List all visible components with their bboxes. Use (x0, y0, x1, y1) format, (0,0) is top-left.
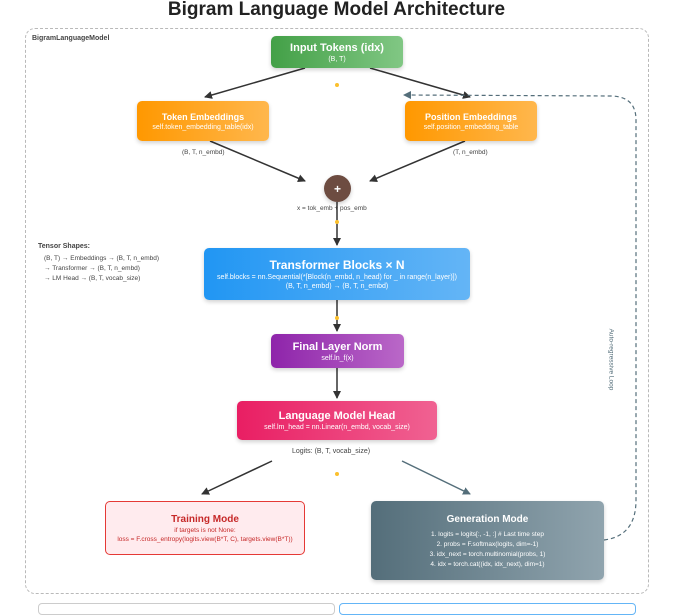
arrow-head-generation (401, 460, 471, 495)
model-container (25, 28, 649, 594)
training-mode-condition: if targets is not None: (174, 526, 236, 534)
container-label: BigramLanguageModel (32, 35, 110, 42)
arrow-position-add (369, 140, 466, 182)
generation-mode-title: Generation Mode (446, 513, 529, 525)
bottom-panel-right (339, 603, 636, 615)
generation-mode-node: Generation Mode 1. logits = logits[:, -1… (371, 501, 604, 580)
diagram-title: Bigram Language Model Architecture (167, 0, 506, 20)
generation-step: 1. logits = logits[:, -1, :] # Last time… (431, 530, 544, 538)
generation-step: 4. idx = torch.cat((idx, idx_next), dim=… (430, 560, 545, 568)
training-mode-loss: loss = F.cross_entropy(logits.view(B*T, … (117, 535, 293, 543)
tensor-shape-line: (B, T) → Embeddings → (B, T, n_embd) (44, 255, 159, 262)
transformer-blocks-code: self.blocks = nn.Sequential(*[Block(n_em… (217, 274, 457, 281)
position-embeddings-title: Position Embeddings (424, 111, 517, 122)
add-node: + (324, 175, 351, 202)
transformer-blocks-shape: (B, T, n_embd) → (B, T, n_embd) (285, 283, 389, 290)
add-dot (335, 220, 339, 224)
final-layer-norm-code: self.ln_f(x) (321, 354, 354, 362)
input-tokens-node: Input Tokens (idx) (B, T) (271, 36, 403, 68)
generation-step: 3. idx_next = torch.multinomial(probs, 1… (429, 550, 546, 558)
position-embeddings-node: Position Embeddings self.position_embedd… (405, 101, 537, 141)
tensor-shape-line: → Transformer → (B, T, n_embd) (44, 265, 140, 272)
token-embeddings-code: self.token_embedding_table(idx) (152, 123, 254, 131)
bottom-panel-left (38, 603, 335, 615)
tensor-shapes-title: Tensor Shapes: (38, 243, 90, 250)
input-tokens-shape: (B, T) (328, 55, 346, 63)
transformer-dot (335, 316, 339, 320)
input-dot (335, 83, 339, 87)
logits-dot (335, 472, 339, 476)
generation-step: 2. probs = F.softmax(logits, dim=-1) (436, 540, 539, 548)
lm-head-title: Language Model Head (278, 410, 396, 422)
logits-shape: Logits: (B, T, vocab_size) (292, 448, 371, 455)
arrow-input-token (204, 67, 306, 99)
training-mode-node: Training Mode if targets is not None: lo… (105, 501, 305, 555)
final-layer-norm-node: Final Layer Norm self.ln_f(x) (271, 334, 404, 368)
position-embeddings-code: self.position_embedding_table (423, 123, 519, 131)
transformer-blocks-node: Transformer Blocks × N self.blocks = nn.… (204, 248, 470, 300)
lm-head-code: self.lm_head = nn.Linear(n_embd, vocab_s… (264, 424, 410, 431)
add-formula: x = tok_emb + pos_emb (297, 205, 367, 212)
token-embeddings-title: Token Embeddings (161, 111, 245, 122)
arrow-token-add (209, 140, 306, 182)
arrow-head-training (201, 460, 273, 495)
input-tokens-title: Input Tokens (idx) (290, 41, 384, 54)
transformer-blocks-title: Transformer Blocks × N (269, 258, 405, 272)
lm-head-node: Language Model Head self.lm_head = nn.Li… (237, 401, 437, 440)
token-embeddings-node: Token Embeddings self.token_embedding_ta… (137, 101, 269, 141)
final-layer-norm-title: Final Layer Norm (292, 340, 383, 353)
token-embeddings-shape: (B, T, n_embd) (182, 149, 225, 156)
autoregressive-loop-arrow (403, 91, 637, 541)
arrow-input-position (369, 67, 471, 99)
tensor-shape-line: → LM Head → (B, T, vocab_size) (44, 275, 141, 282)
training-mode-title: Training Mode (171, 513, 239, 525)
autoregressive-loop-label: Auto-regressive Loop (607, 328, 615, 391)
position-embeddings-shape: (T, n_embd) (453, 149, 488, 156)
